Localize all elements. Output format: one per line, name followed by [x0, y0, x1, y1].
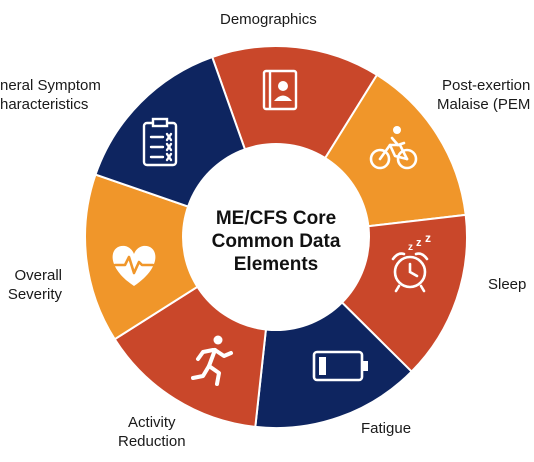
- alarm-clock-zzz-icon: z z z: [391, 231, 431, 293]
- label-activity-line-2: Reduction: [118, 433, 186, 450]
- low-battery-icon: [312, 350, 368, 382]
- label-pem-line-2: Malaise (PEM: [437, 96, 531, 113]
- label-severity-line-2: Severity: [7, 286, 62, 303]
- running-person-icon: [191, 335, 233, 386]
- center-title-line-3: Elements: [234, 254, 318, 275]
- segment-severity: [84, 173, 279, 341]
- label-activity-reduction: Activity Reduction: [118, 413, 186, 451]
- contact-book-icon: [262, 69, 298, 111]
- label-severity-line-1: Overall: [14, 267, 62, 284]
- center-title-line-1: ME/CFS Core: [216, 208, 336, 229]
- heart-pulse-icon: [112, 245, 156, 286]
- label-general-symptom-characteristics: neral Symptom haracteristics: [0, 76, 101, 114]
- svg-text:z: z: [416, 237, 422, 249]
- svg-text:z: z: [408, 242, 413, 253]
- center-title: ME/CFS Core Common Data Elements: [212, 208, 341, 275]
- center-title-line-2: Common Data: [212, 231, 341, 252]
- label-symptom-line-2: haracteristics: [0, 96, 89, 113]
- label-sleep-line-1: Sleep: [488, 276, 527, 293]
- segment-demographics: [210, 45, 379, 240]
- cyclist-icon: [369, 126, 418, 170]
- label-demographics-line-1: Demographics: [220, 11, 317, 28]
- label-sleep: Sleep: [488, 275, 526, 294]
- label-demographics: Demographics: [220, 10, 317, 29]
- label-pem-line-1: Post-exertion: [441, 77, 531, 94]
- label-fatigue-line-1: Fatigue: [361, 420, 412, 437]
- clipboard-checklist-icon: [142, 117, 178, 167]
- center-circle: [182, 143, 370, 331]
- svg-text:z: z: [425, 231, 431, 245]
- label-fatigue: Fatigue: [361, 419, 411, 438]
- label-post-exertional-malaise: Post-exertion Malaise (PEM: [437, 76, 530, 114]
- label-activity-line-1: Activity: [128, 414, 176, 431]
- label-overall-severity: Overall Severity: [0, 266, 62, 304]
- label-symptom-line-1: neral Symptom: [0, 77, 101, 94]
